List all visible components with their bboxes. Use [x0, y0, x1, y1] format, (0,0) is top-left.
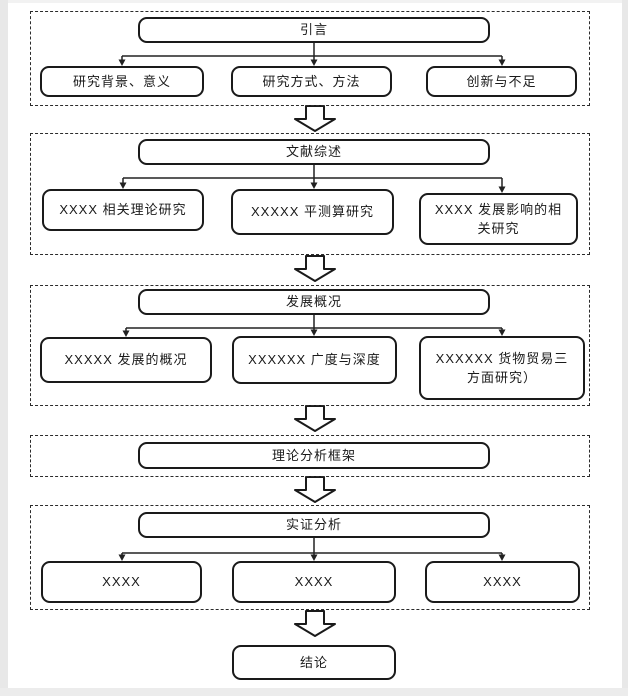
node-label: 实证分析: [285, 517, 342, 533]
tree-overview-arrowheads: [122, 329, 506, 337]
node-literature-title: 文献综述: [138, 139, 490, 165]
tree-literature-arrowheads: [119, 182, 506, 193]
node-label: XXXX: [483, 574, 522, 590]
node-measurement-research: XXXXX 平测算研究: [231, 189, 394, 235]
section-empirical-container: [30, 505, 590, 610]
tree-empirical: [121, 538, 503, 555]
block-arrow-down-3: [294, 405, 336, 432]
block-arrow-down-5: [294, 610, 336, 637]
page-margin-bottom: [0, 688, 628, 696]
node-label: XXXX 相关理论研究: [59, 202, 187, 218]
node-empirical-title: 实证分析: [138, 512, 490, 538]
page-margin-right: [622, 0, 628, 696]
node-empirical-3: XXXX: [425, 561, 580, 603]
node-label: XXXXXX 货物贸易三方面研究）: [435, 350, 569, 386]
node-research-background: 研究背景、意义: [40, 66, 204, 97]
block-arrow-down-4: [294, 476, 336, 503]
node-label: 结论: [299, 654, 328, 670]
node-overview-title: 发展概况: [138, 289, 490, 315]
node-conclusion: 结论: [232, 645, 396, 680]
node-breadth-depth: XXXXXX 广度与深度: [232, 336, 397, 384]
node-theory-research: XXXX 相关理论研究: [42, 189, 204, 231]
node-label: XXXXXX 广度与深度: [248, 352, 381, 368]
tree-overview: [125, 315, 503, 331]
node-empirical-1: XXXX: [41, 561, 202, 603]
tree-intro: [121, 43, 503, 60]
node-innovation-shortcomings: 创新与不足: [426, 66, 577, 97]
node-label: 引言: [299, 22, 328, 38]
node-label: XXXX: [294, 574, 334, 590]
section-literature-container: [30, 133, 590, 255]
tree-literature: [122, 165, 503, 187]
section-overview-container: [30, 285, 590, 406]
node-goods-trade-research: XXXXXX 货物贸易三方面研究）: [419, 336, 585, 400]
node-label: 文献综述: [285, 144, 342, 160]
node-intro-title: 引言: [138, 17, 490, 43]
section-intro-container: [30, 11, 590, 106]
node-theory-framework-title: 理论分析框架: [138, 442, 490, 469]
node-label: XXXX: [102, 574, 141, 590]
node-impact-research: XXXX 发展影响的相关研究: [419, 193, 578, 245]
page-margin-left: [0, 0, 8, 696]
block-arrow-down-2: [294, 255, 336, 282]
node-label: 发展概况: [285, 294, 342, 310]
node-label: 研究方式、方法: [262, 73, 361, 89]
node-label: XXXXX 发展的概况: [64, 352, 188, 368]
node-label: XXXXX 平测算研究: [251, 204, 374, 220]
node-label: 理论分析框架: [271, 447, 356, 463]
node-empirical-2: XXXX: [232, 561, 396, 603]
section-theory-container: [30, 435, 590, 477]
node-development-overview: XXXXX 发展的概况: [40, 337, 212, 383]
page-margin-top: [0, 0, 628, 3]
node-label: 研究背景、意义: [72, 73, 171, 89]
node-label: XXXX 发展影响的相关研究: [434, 201, 563, 237]
node-label: 创新与不足: [466, 73, 537, 89]
block-arrow-down-1: [294, 105, 336, 132]
tree-intro-arrowheads: [118, 59, 506, 66]
tree-empirical-arrowheads: [118, 554, 506, 561]
node-research-methods: 研究方式、方法: [231, 66, 392, 97]
